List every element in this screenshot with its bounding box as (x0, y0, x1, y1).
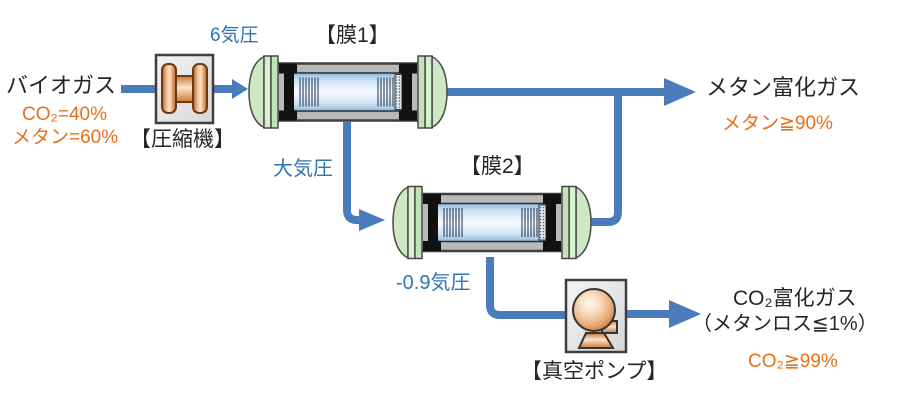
co2-output-methane-loss: （メタンロス≦1%） (692, 313, 878, 335)
vacuum-pump-label: 【真空ポンプ】 (521, 360, 668, 383)
compressor-icon (154, 53, 215, 125)
membrane2-label: 【膜2】 (460, 155, 535, 178)
co2-output-spec: CO₂≧99% (748, 351, 838, 372)
membrane1-label: 【膜1】 (315, 24, 390, 47)
methane-output-spec: メタン≧90% (722, 113, 833, 134)
pipe-membrane1-permeate-to-membrane2 (343, 122, 360, 224)
methane-output-label: メタン富化ガス (706, 75, 861, 100)
membrane-module-icon-2 (392, 185, 592, 260)
arrowhead-methane-output (664, 78, 696, 106)
arrowhead-into-membrane2 (359, 209, 385, 231)
co2-output-label: CO₂富化ガス (733, 287, 857, 310)
compressor-outlet-pressure: 6気圧 (210, 25, 259, 46)
arrowhead-co2-output (669, 300, 701, 328)
pipe-membrane2-to-methane-line (591, 94, 622, 226)
biogas-co2-content: CO₂=40% (22, 104, 107, 125)
biogas-methane-content: メタン=60% (12, 127, 119, 148)
membrane-module-icon-1 (248, 54, 448, 130)
arrowhead-into-membrane1 (232, 79, 248, 99)
biogas-input-label: バイオガス (6, 73, 117, 98)
membrane1-permeate-pressure: 大気圧 (273, 158, 333, 180)
membrane2-permeate-pressure: -0.9気圧 (396, 272, 471, 294)
pipe-membrane2-permeate-to-pump (486, 257, 567, 319)
vacuum-pump-icon (564, 278, 628, 354)
compressor-label: 【圧縮機】 (130, 128, 235, 151)
